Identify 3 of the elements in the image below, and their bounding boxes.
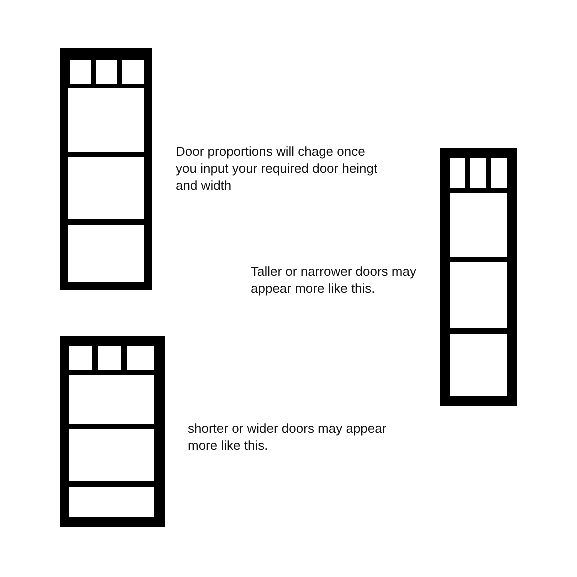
note-text: shorter or wider doors may appear more like this. <box>188 420 388 454</box>
note-text: Door proportions will chage once you input your required door heingt and width <box>176 143 379 194</box>
note-text: Taller or narrower doors may appear more like this. <box>251 263 418 297</box>
